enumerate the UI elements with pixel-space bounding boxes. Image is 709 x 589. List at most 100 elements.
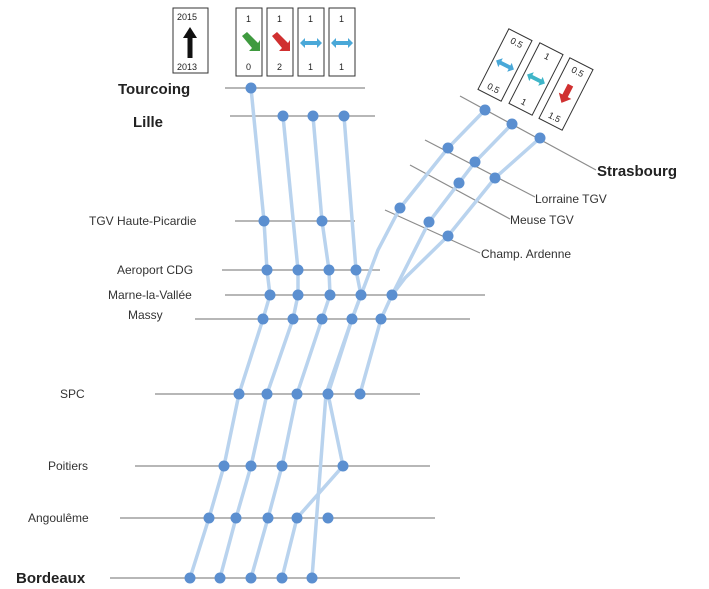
north-box-2: 1 2 [266,7,294,77]
stop-massy-1 [257,313,269,325]
stop-angouleme-1 [203,512,215,524]
east-change-boxes: 0.5 0.5 1 1 0.5 1.5 [477,28,594,131]
stop-angouleme-5 [322,512,334,524]
stop-poitiers-3 [276,460,288,472]
stop-lille-1 [277,110,289,122]
stop-massy-2 [287,313,299,325]
stop-poitiers-1 [218,460,230,472]
label-spc: SPC [60,387,85,401]
label-angouleme: Angoulême [28,511,89,525]
stop-haute-picardie-2 [316,215,328,227]
stop-spc-1 [233,388,245,400]
label-aeroport-cdg: Aeroport CDG [117,263,193,277]
label-champ-ardenne: Champ. Ardenne [481,247,571,261]
east-box-1: 0.5 0.5 [477,28,533,102]
north-box-4-bottom: 1 [339,62,344,72]
north-box-3: 1 1 [297,7,325,77]
north-box-3-top: 1 [308,14,313,24]
east-box-3: 0.5 1.5 [538,57,594,131]
stop-lorraine-1 [442,142,454,154]
stop-tourcoing-1 [245,82,257,94]
station-lines [110,87,597,579]
route-line-4 [280,115,363,579]
stop-angouleme-4 [291,512,303,524]
stop-cdg-2 [292,264,304,276]
east-box-2-bottom: 1 [519,96,528,107]
station-line-lorraine-tgv [424,139,536,198]
stop-marne-4 [355,289,367,301]
blue-double-arrow-icon [300,38,322,48]
stop-spc-4 [322,388,334,400]
stop-bordeaux-3 [245,572,257,584]
stop-cdg-1 [261,264,273,276]
green-down-left-arrow-icon [242,32,260,51]
stop-cdg-4 [350,264,362,276]
north-box-1-bottom: 0 [246,62,251,72]
north-box-2-top: 1 [277,14,282,24]
east-box-2-top: 1 [542,51,551,62]
station-line-champ-ardenne [384,209,481,254]
stop-cdg-3 [323,264,335,276]
stop-poitiers-4 [337,460,349,472]
year-legend-top: 2015 [177,12,197,22]
stop-massy-3 [316,313,328,325]
stop-poitiers-2 [245,460,257,472]
stop-bordeaux-5 [306,572,318,584]
routes [188,87,542,579]
stop-angouleme-2 [230,512,242,524]
stop-bordeaux-1 [184,572,196,584]
stop-spc-5 [354,388,366,400]
north-box-4-top: 1 [339,14,344,24]
label-massy: Massy [128,308,163,322]
stop-lorraine-2 [469,156,481,168]
stop-strasbourg-3 [534,132,546,144]
stop-lille-3 [338,110,350,122]
route-line-1 [188,87,272,579]
stops [184,82,546,584]
stop-lille-2 [307,110,319,122]
stop-marne-3 [324,289,336,301]
stop-lorraine-3 [489,172,501,184]
label-tourcoing: Tourcoing [118,81,190,98]
east-box-2: 1 1 [508,42,564,116]
stop-haute-picardie-1 [258,215,270,227]
stop-champ-1 [394,202,406,214]
route-line-6 [358,122,514,395]
route-line-5 [310,108,487,579]
stop-massy-4 [346,313,358,325]
stop-massy-5 [375,313,387,325]
north-box-3-bottom: 1 [308,62,313,72]
blue-double-arrow-icon [496,58,514,72]
north-change-boxes: 1 0 1 2 1 1 1 1 [235,7,356,77]
stop-angouleme-3 [262,512,274,524]
red-down-arrow-icon [558,83,574,103]
north-box-4: 1 1 [328,7,356,77]
label-lille: Lille [133,114,163,131]
label-tgv-haute-picardie: TGV Haute-Picardie [89,214,197,228]
red-down-right-arrow-icon [272,32,290,51]
stop-strasbourg-1 [479,104,491,116]
north-box-1-top: 1 [246,14,251,24]
label-meuse-tgv: Meuse TGV [510,213,574,227]
north-box-2-bottom: 2 [277,62,282,72]
stop-champ-3 [442,230,454,242]
label-marne-la-vallee: Marne-la-Vallée [108,288,192,302]
stop-strasbourg-2 [506,118,518,130]
stop-champ-2 [423,216,435,228]
year-legend-bottom: 2013 [177,62,197,72]
stop-marne-5 [386,289,398,301]
stop-spc-2 [261,388,273,400]
station-labels: Tourcoing Lille TGV Haute-Picardie Aerop… [16,81,677,587]
stop-bordeaux-2 [214,572,226,584]
label-bordeaux: Bordeaux [16,570,86,587]
stop-spc-3 [291,388,303,400]
teal-double-arrow-icon [527,72,545,86]
stop-marne-1 [264,289,276,301]
label-poitiers: Poitiers [48,459,88,473]
north-box-1: 1 0 [235,7,263,77]
blue-double-arrow-icon [331,38,353,48]
stop-marne-2 [292,289,304,301]
stop-meuse-1 [453,177,465,189]
label-strasbourg: Strasbourg [597,163,677,180]
